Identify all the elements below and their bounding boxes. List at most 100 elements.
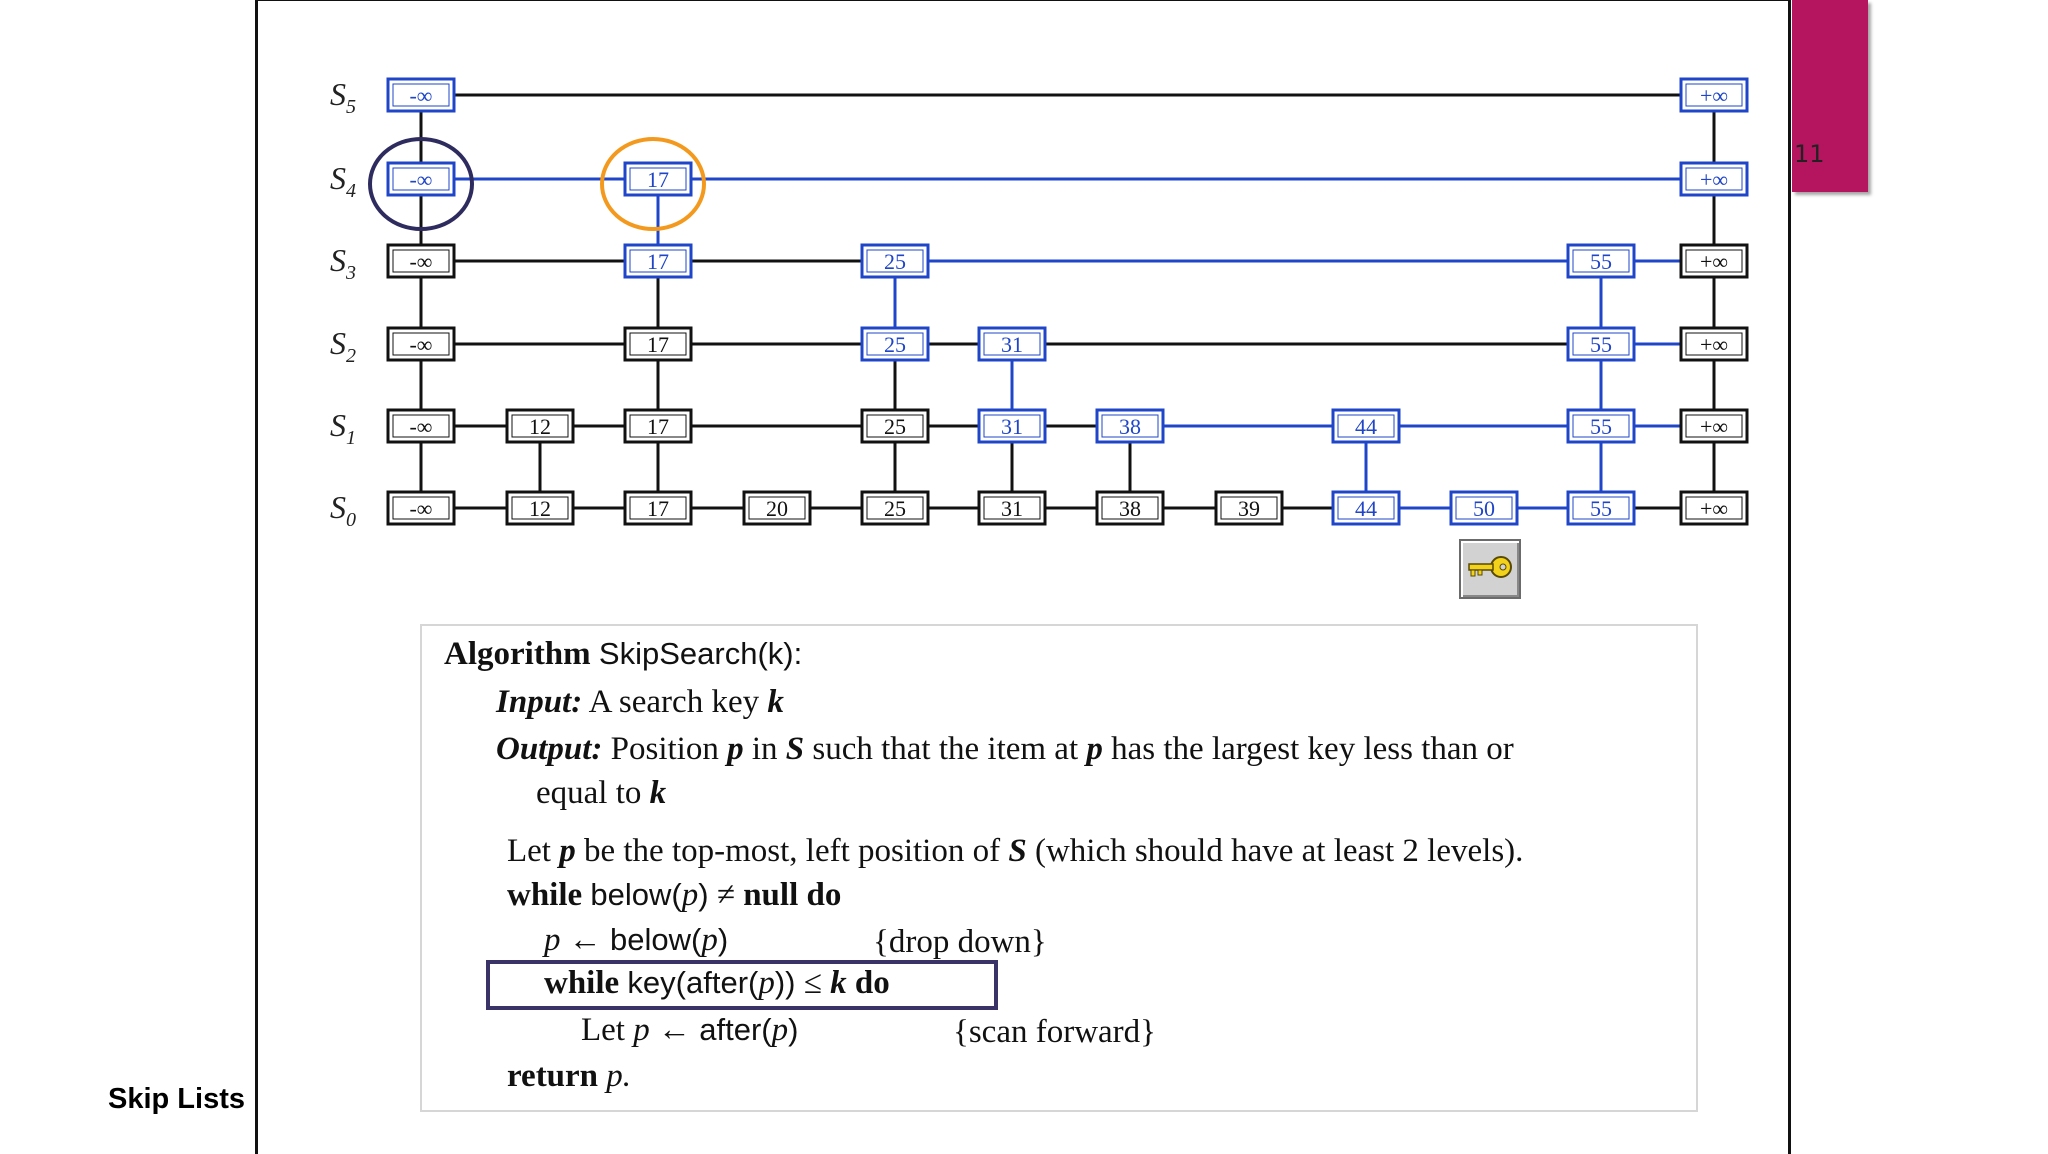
node-key-label: 44 [1355,414,1377,439]
node-key-label: +∞ [1700,332,1728,357]
node-key-label: -∞ [409,332,432,357]
skip-list-node: +∞ [1679,326,1749,362]
algorithm-output: Output: Position p in S such that the it… [496,731,1514,767]
node-key-label: 12 [529,496,551,521]
algorithm-output-cont: equal to k [536,775,667,811]
skip-list-node: 31 [977,408,1047,444]
start-position-circle [368,137,474,231]
node-key-label: 25 [884,496,906,521]
skip-list-node: +∞ [1679,408,1749,444]
skip-list-node: 25 [860,408,930,444]
skip-list-node: 17 [623,408,693,444]
node-key-label: 38 [1119,496,1141,521]
skip-list-node: 17 [623,490,693,526]
node-key-label: 55 [1590,414,1612,439]
algorithm-drop-comment: {drop down} [873,924,1047,960]
skip-list-node: -∞ [386,77,456,113]
algorithm-scan-forward: Let p ← after(p) [581,1012,799,1048]
skip-list-node: 55 [1566,326,1636,362]
node-key-label: 25 [884,414,906,439]
node-key-label: 31 [1001,496,1023,521]
node-key-label: -∞ [409,496,432,521]
skip-list-node: -∞ [386,243,456,279]
skip-list-node: -∞ [386,408,456,444]
skip-list-node: +∞ [1679,77,1749,113]
node-key-label: -∞ [409,249,432,274]
skip-list-node: 44 [1331,408,1401,444]
node-key-label: 31 [1001,414,1023,439]
skip-list-node: 17 [623,326,693,362]
node-key-label: +∞ [1700,249,1728,274]
algorithm-drop-down: p ← below(p) [544,922,729,958]
node-key-label: 31 [1001,332,1023,357]
node-key-label: +∞ [1700,496,1728,521]
node-key-label: +∞ [1700,83,1728,108]
node-key-label: 55 [1590,249,1612,274]
node-key-label: 12 [529,414,551,439]
skip-list-node: 38 [1095,490,1165,526]
key-button[interactable] [1459,539,1521,599]
skip-list-node: 39 [1214,490,1284,526]
algorithm-let-line: Let p be the top-most, left position of … [507,833,1524,869]
skip-list-node: -∞ [386,326,456,362]
skip-list-node: +∞ [1679,161,1749,197]
node-key-label: 39 [1238,496,1260,521]
level-label: S2 [330,325,356,367]
skip-list-node: 12 [505,408,575,444]
node-key-label: 38 [1119,414,1141,439]
skip-list-node: 25 [860,326,930,362]
skip-list-node: -∞ [386,161,456,197]
key-icon [1468,556,1512,578]
level-label: S5 [330,76,356,118]
algorithm-while-key: while key(after(p)) ≤ k do [544,965,890,1001]
node-key-label: 17 [647,496,669,521]
skip-list-node: 17 [623,161,693,197]
node-key-label: -∞ [409,414,432,439]
accent-bar [1792,0,1868,192]
skip-list-node: 25 [860,243,930,279]
skip-list-node: 38 [1095,408,1165,444]
highlighted-line-box [486,960,998,1010]
algorithm-box [420,624,1698,1112]
node-key-label: 20 [766,496,788,521]
level-label: S0 [330,489,356,531]
node-key-label: -∞ [409,167,432,192]
algorithm-title: Algorithm SkipSearch(k): [444,636,803,672]
skip-list-node: 55 [1566,490,1636,526]
node-key-label: +∞ [1700,414,1728,439]
node-key-label: 17 [647,332,669,357]
skip-list-node: 31 [977,490,1047,526]
skip-list-node: +∞ [1679,490,1749,526]
skip-list-node: 12 [505,490,575,526]
node-key-label: 17 [647,249,669,274]
node-key-label: 25 [884,249,906,274]
algorithm-return: return p. [507,1058,632,1094]
current-position-circle [600,137,706,231]
skip-list-node: +∞ [1679,243,1749,279]
level-label: S3 [330,242,356,284]
skip-list-node: -∞ [386,490,456,526]
level-label: S1 [330,407,356,449]
node-key-label: 17 [647,167,669,192]
algorithm-while-below: while below(p) ≠ null do [507,877,842,913]
skip-list-node: 50 [1449,490,1519,526]
slide-footer-title: Skip Lists [108,1083,245,1115]
node-key-label: 17 [647,414,669,439]
algorithm-scan-comment: {scan forward} [953,1014,1157,1050]
skip-list-node: 55 [1566,243,1636,279]
node-key-label: 50 [1473,496,1495,521]
node-key-label: 55 [1590,496,1612,521]
skip-list-node: 31 [977,326,1047,362]
algorithm-input: Input: A search key k [496,684,784,720]
skip-list-node: 25 [860,490,930,526]
slide-number: 11 [1794,140,1825,168]
node-key-label: 44 [1355,496,1377,521]
node-key-label: -∞ [409,83,432,108]
node-key-label: +∞ [1700,167,1728,192]
skip-list-node: 17 [623,243,693,279]
node-key-label: 55 [1590,332,1612,357]
skip-list-node: 55 [1566,408,1636,444]
level-label: S4 [330,160,356,202]
skip-list-node: 20 [742,490,812,526]
